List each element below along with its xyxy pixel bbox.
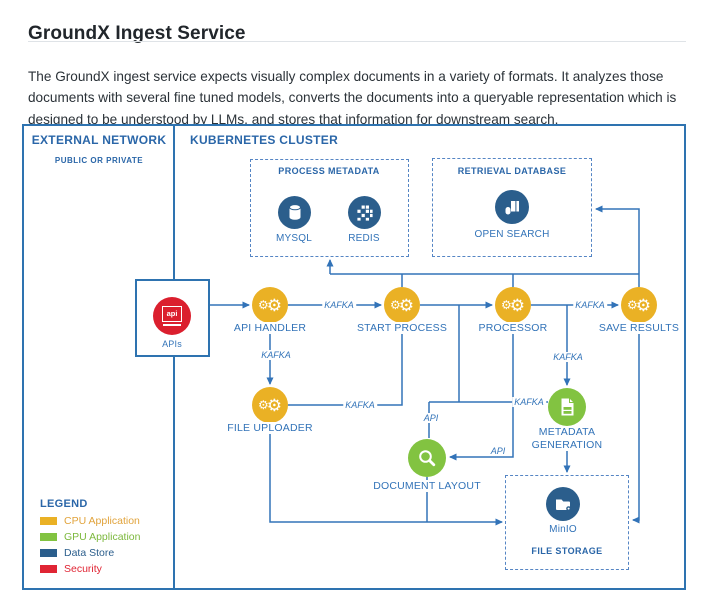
gears-icon: ⚙⚙	[626, 295, 651, 315]
connector-lines	[173, 126, 640, 588]
open-search-node	[495, 190, 529, 224]
api-icon: api	[162, 305, 182, 322]
legend-title: LEGEND	[40, 498, 88, 510]
save-results-node: ⚙⚙	[621, 287, 657, 323]
api-handler-node: ⚙⚙	[252, 287, 288, 323]
public-or-private-label: PUBLIC OR PRIVATE	[54, 156, 144, 165]
apis-circle: api	[153, 297, 191, 335]
data-store-swatch	[40, 549, 57, 557]
retrieval-database-group-label: RETRIEVAL DATABASE	[457, 166, 567, 176]
metadata-generation-label: METADATA GENERATION	[526, 426, 608, 452]
document-icon	[561, 398, 574, 416]
architecture-diagram: EXTERNAL NETWORK PUBLIC OR PRIVATE KUBER…	[22, 124, 686, 590]
open-search-icon	[505, 201, 519, 215]
retrieval-database-group	[432, 158, 592, 257]
legend-item: CPU Application	[40, 515, 140, 527]
legend-item-label: Data Store	[64, 547, 115, 559]
gears-icon: ⚙⚙	[389, 295, 414, 315]
redis-node	[348, 196, 381, 229]
legend: LEGEND CPU Application GPU Application D…	[40, 498, 140, 579]
processor-label: PROCESSOR	[475, 322, 551, 334]
gears-icon: ⚙⚙	[500, 295, 525, 315]
api-edge-label: API	[421, 413, 441, 423]
mysql-label: MYSQL	[272, 233, 316, 244]
title-divider	[28, 41, 686, 42]
api-edge-label: API	[488, 446, 508, 456]
file-storage-group	[505, 475, 629, 570]
api-icon-bar	[163, 323, 181, 327]
legend-item-label: CPU Application	[64, 515, 140, 527]
page-description: The GroundX ingest service expects visua…	[28, 68, 677, 128]
kafka-edge-label: KAFKA	[551, 352, 585, 362]
database-cylinder-icon	[288, 204, 301, 220]
minio-node	[546, 487, 580, 521]
document-layout-node	[408, 439, 446, 477]
minio-label: MinIO	[546, 524, 580, 535]
legend-item-label: GPU Application	[64, 531, 141, 543]
metadata-generation-node	[548, 388, 586, 426]
file-uploader-node: ⚙⚙	[252, 387, 288, 423]
gears-icon: ⚙⚙	[257, 395, 282, 415]
redis-grid-icon	[356, 205, 373, 221]
document-layout-label: DOCUMENT LAYOUT	[370, 480, 484, 492]
start-process-node: ⚙⚙	[384, 287, 420, 323]
cpu-application-swatch	[40, 517, 57, 525]
folder-icon	[556, 499, 571, 511]
start-process-label: START PROCESS	[353, 322, 451, 334]
kafka-edge-label: KAFKA	[512, 397, 546, 407]
file-storage-group-label: FILE STORAGE	[528, 546, 606, 556]
process-metadata-group	[250, 159, 409, 257]
file-uploader-label: FILE UPLOADER	[224, 422, 316, 434]
save-results-label: SAVE RESULTS	[595, 322, 683, 334]
security-swatch	[40, 565, 57, 573]
mysql-node	[278, 196, 311, 229]
kafka-edge-label: KAFKA	[322, 300, 356, 310]
legend-item-label: Security	[64, 563, 102, 575]
kubernetes-cluster-section-label: KUBERNETES CLUSTER	[190, 133, 339, 147]
kafka-edge-label: KAFKA	[259, 350, 293, 360]
process-metadata-group-label: PROCESS METADATA	[278, 166, 380, 176]
gears-icon: ⚙⚙	[257, 295, 282, 315]
open-search-label: OPEN SEARCH	[471, 229, 553, 240]
page-title: GroundX Ingest Service	[28, 22, 246, 44]
kafka-edge-label: KAFKA	[343, 400, 377, 410]
gpu-application-swatch	[40, 533, 57, 541]
magnifier-icon	[419, 450, 436, 467]
apis-label: APIs	[162, 339, 182, 349]
processor-node: ⚙⚙	[495, 287, 531, 323]
api-handler-label: API HANDLER	[230, 322, 310, 334]
kafka-edge-label: KAFKA	[573, 300, 607, 310]
legend-item: Security	[40, 563, 140, 575]
external-network-section-label: EXTERNAL NETWORK	[31, 133, 167, 147]
legend-item: Data Store	[40, 547, 140, 559]
redis-label: REDIS	[345, 233, 383, 244]
legend-item: GPU Application	[40, 531, 140, 543]
